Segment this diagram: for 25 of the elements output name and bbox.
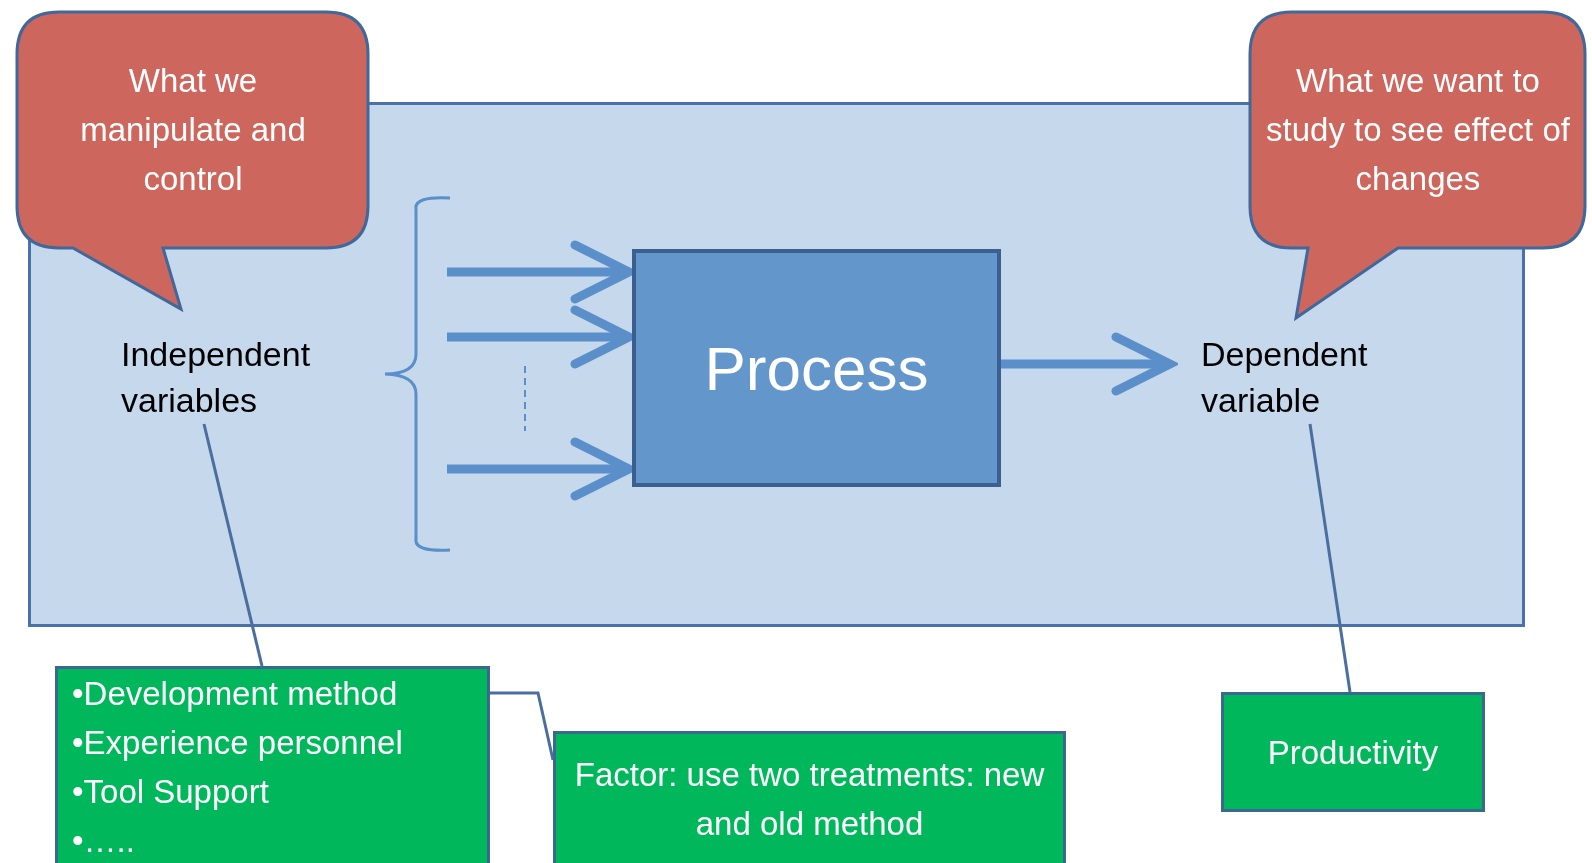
bubble-text: What we manipulate and control <box>79 60 307 199</box>
leader-line <box>202 423 264 667</box>
note-box <box>1221 692 1485 812</box>
speech-bubble <box>1248 10 1588 322</box>
box-label: Factor: use two treatments: new and old method <box>573 754 1046 844</box>
leader-line <box>1308 423 1352 693</box>
note-box <box>553 731 1066 863</box>
arrow <box>447 305 634 369</box>
leader-line <box>490 691 555 761</box>
list-item: •Tool Support <box>72 772 270 812</box>
speech-bubble <box>15 10 371 312</box>
list-item: •….. <box>72 821 136 861</box>
bubble-text: What we want to study to see effect of changes <box>1265 60 1571 199</box>
list-box <box>55 666 490 863</box>
arrow <box>447 240 634 304</box>
arrow <box>998 332 1175 396</box>
box-label: Process <box>704 332 929 404</box>
bracket <box>384 196 450 552</box>
variable-label: Independent variables <box>121 334 312 421</box>
list-item: •Experience personnel <box>72 723 404 763</box>
box-label: Productivity <box>1267 732 1439 773</box>
arrow <box>447 437 634 501</box>
list-item: •Development method <box>72 674 399 714</box>
process-box <box>632 249 1001 487</box>
variable-label: Dependent variable <box>1201 334 1369 421</box>
